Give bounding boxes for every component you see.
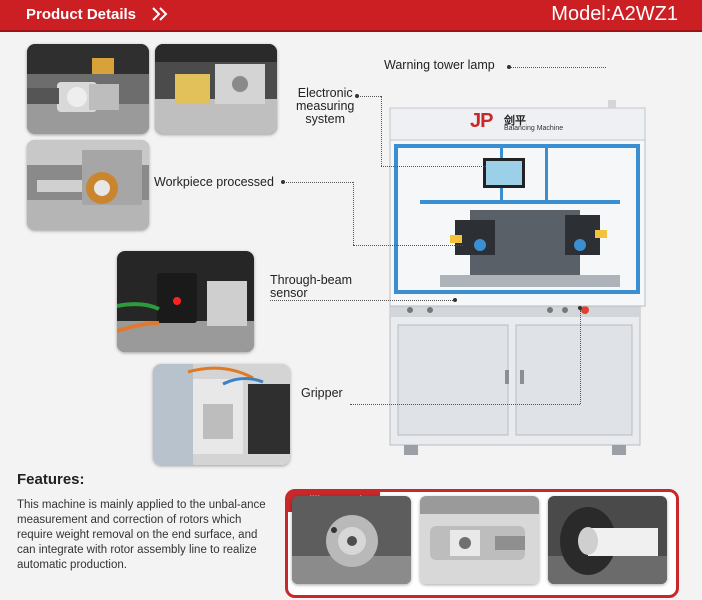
leader-dot-sensor	[453, 298, 457, 302]
leader-workpiece-right	[353, 245, 463, 246]
photo-gripper	[153, 364, 290, 465]
header-divider	[0, 30, 702, 32]
brand-logo-mark: JP	[470, 110, 493, 132]
leader-gripper-up	[580, 310, 581, 404]
leader-measuring-system-right	[381, 166, 486, 167]
machine-illustration	[380, 50, 670, 470]
label-gripper: Gripper	[301, 386, 343, 400]
photo-drilling-mark-1	[292, 496, 411, 584]
brand-subtitle: Balancing Machine	[504, 125, 564, 132]
photo-fixture-detail	[155, 44, 277, 134]
label-through-beam-sensor: Through-beam sensor	[270, 273, 352, 300]
leader-measuring-system	[357, 96, 381, 97]
brand-chinese-name: 剑平	[504, 115, 526, 127]
model-label: Model:A2WZ1	[551, 3, 678, 25]
label-electronic-measuring-system: Electronic measuring system	[296, 86, 355, 126]
photo-workpiece	[27, 140, 149, 230]
leader-dot-gripper	[578, 306, 582, 310]
header-bar: Product Details Model:A2WZ1	[0, 0, 702, 30]
features-title: Features:	[17, 471, 85, 488]
leader-dot-workpiece	[281, 180, 285, 184]
photo-through-beam-sensor	[117, 251, 254, 352]
photo-spindle-closeup	[27, 44, 149, 134]
leader-workpiece-down	[353, 182, 354, 245]
leader-sensor	[270, 300, 455, 301]
leader-warning-lamp	[509, 67, 606, 68]
leader-measuring-system-down	[381, 96, 382, 166]
photo-drilling-mark-3	[548, 496, 667, 584]
leader-gripper	[350, 404, 580, 405]
leader-workpiece	[283, 182, 353, 183]
section-title: Product Details	[26, 6, 137, 23]
label-warning-tower-lamp: Warning tower lamp	[384, 58, 495, 72]
label-workpiece-processed: Workpiece processed	[154, 175, 274, 189]
double-chevron-right-icon	[152, 7, 168, 21]
features-description: This machine is mainly applied to the un…	[17, 499, 266, 571]
leader-dot-measuring-system	[355, 94, 359, 98]
photo-drilling-mark-2	[420, 496, 539, 584]
leader-dot-warning-lamp	[507, 65, 511, 69]
